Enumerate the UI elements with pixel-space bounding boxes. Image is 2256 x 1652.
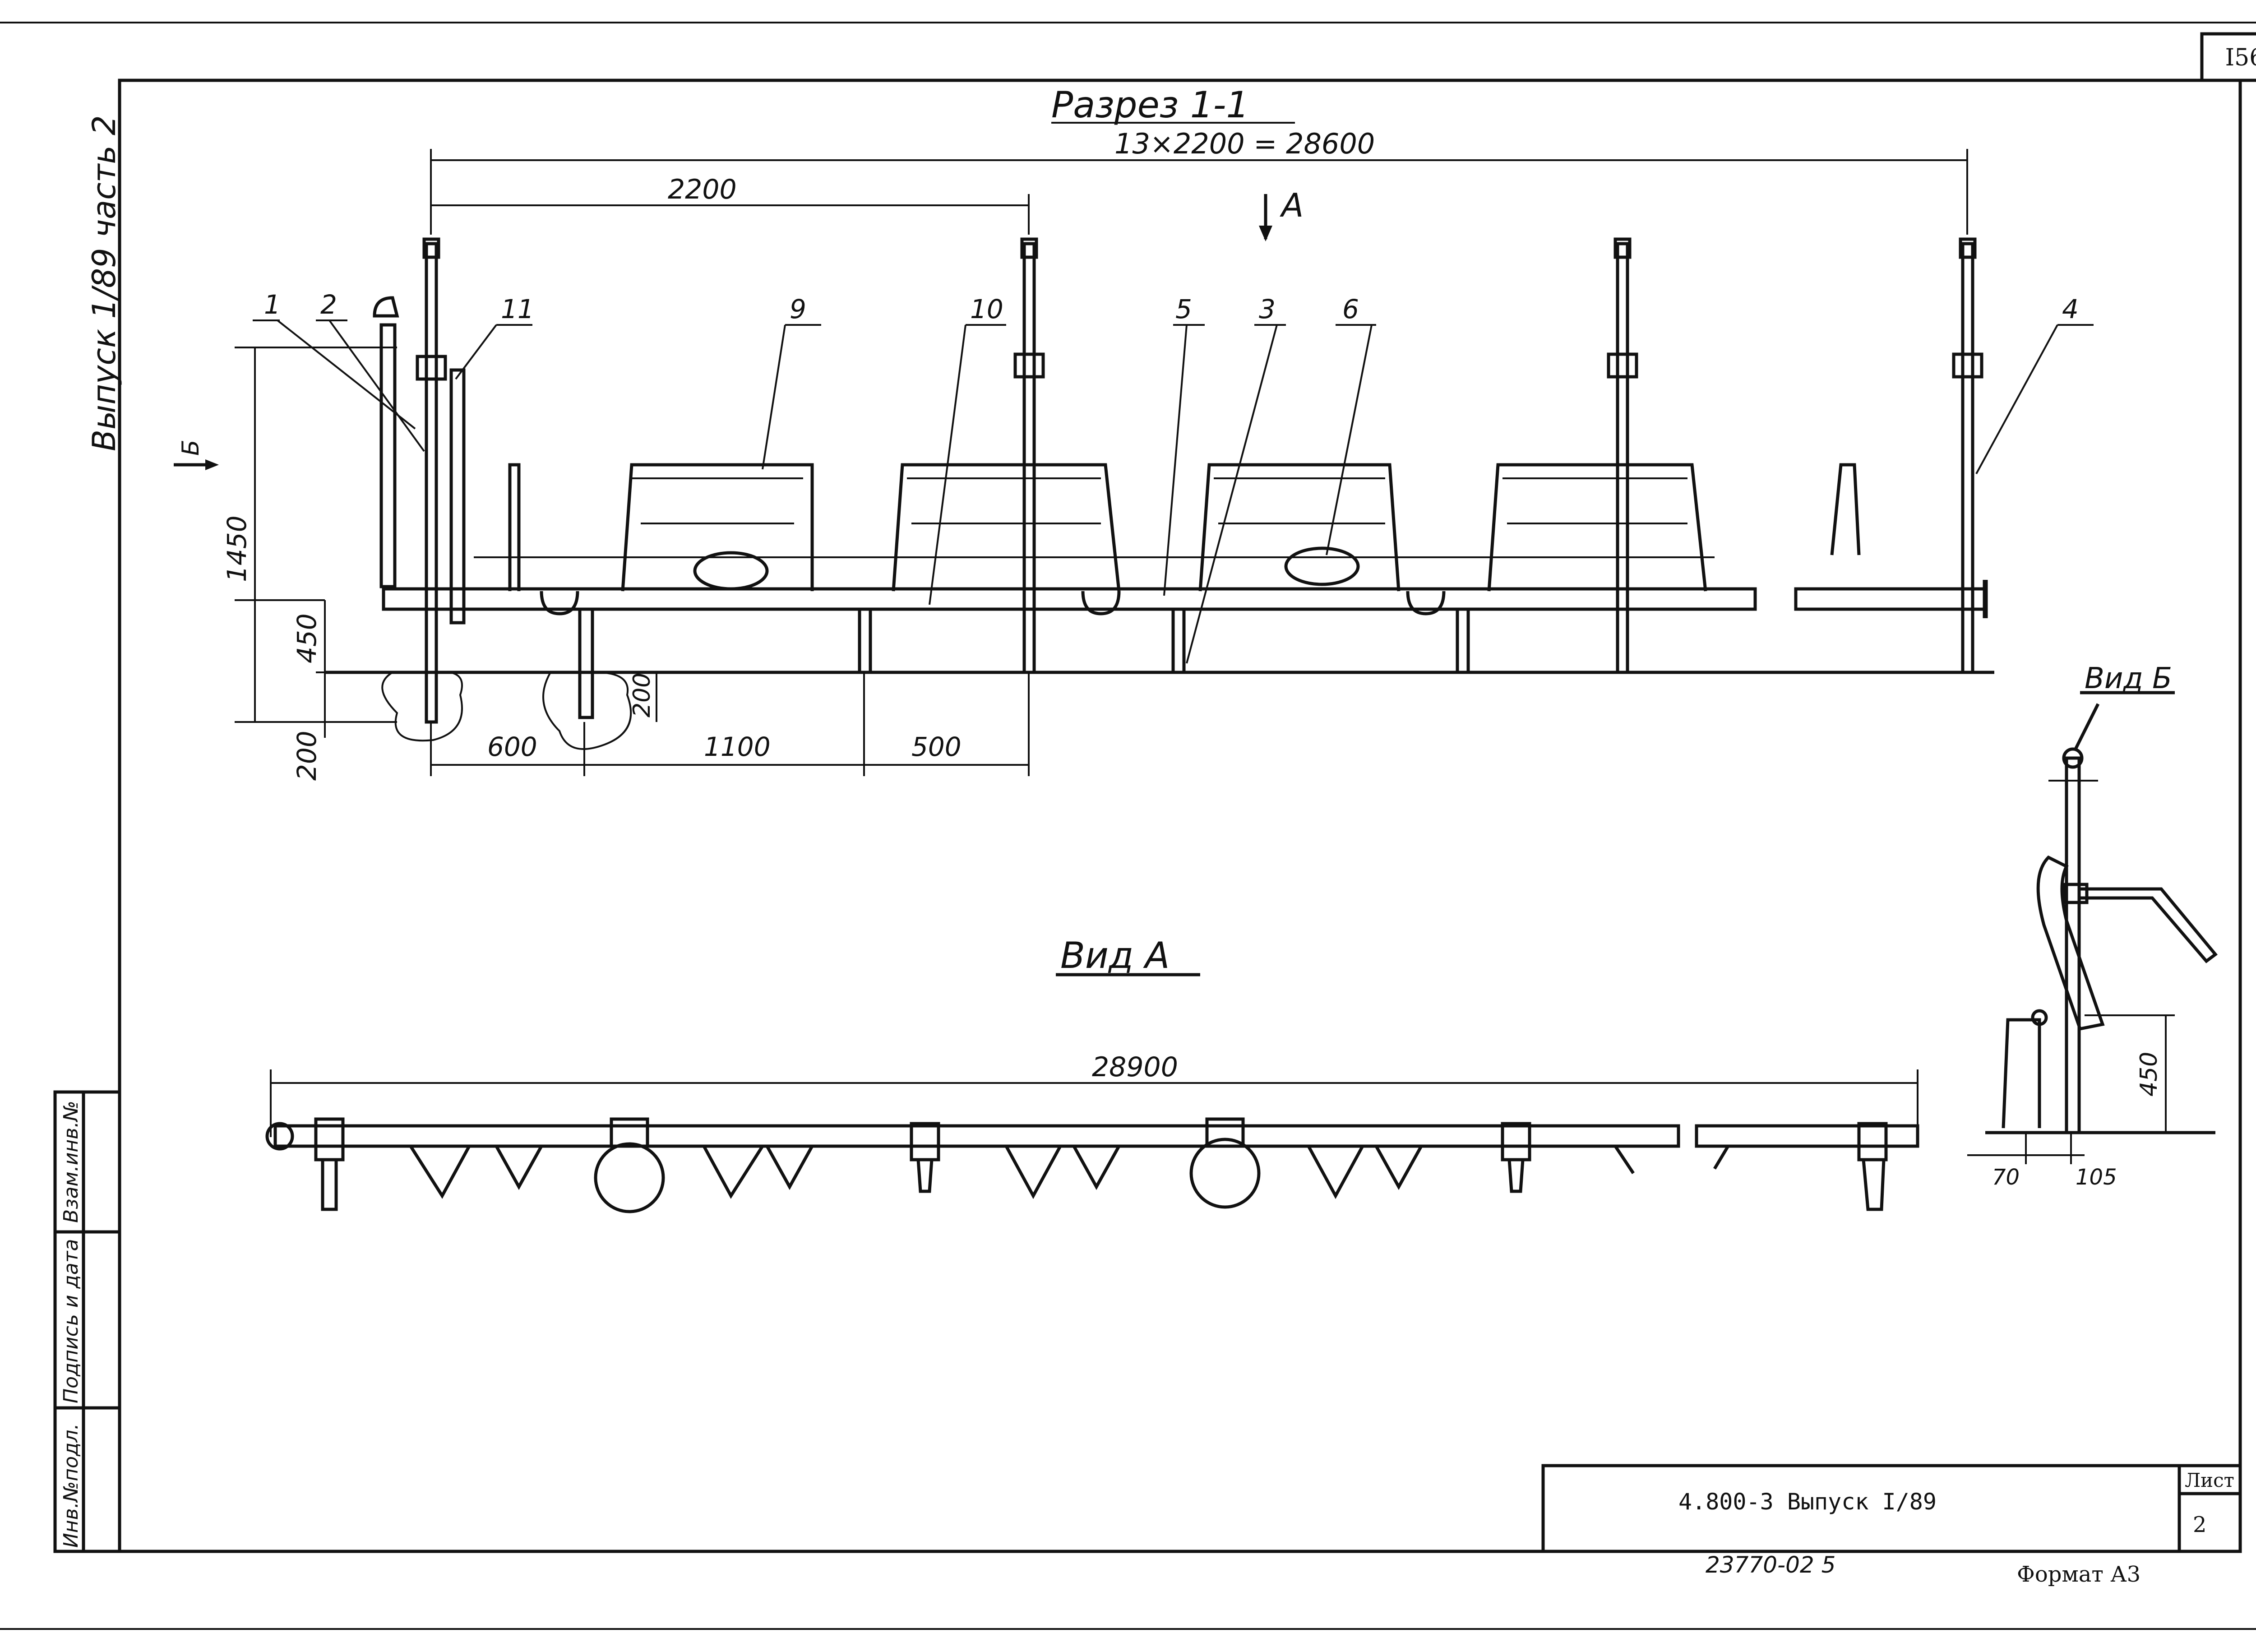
view-b-arrow-label: Б [177,440,204,456]
callout-1: 1 [264,289,281,320]
bottom-dimensions: 600 1100 500 [430,672,1030,776]
view-a-title: Вид А [1060,935,1170,976]
dim-28900: 28900 [1092,1051,1178,1083]
callout-3: 3 [1259,294,1276,324]
riser-pipe [373,296,466,625]
view-a-rail [273,1124,1680,1148]
view-a-bowl-1 [594,1142,665,1213]
dim-vb-450: 450 [2136,1052,2163,1097]
callout-5: 5 [1175,294,1192,324]
footing-mid [542,671,632,750]
section-1-1: Разрез 1-1 13×2200 = 28600 2200 A Б [174,84,2094,781]
callout-10: 10 [970,294,1003,324]
view-a-clamps [314,1117,1888,1211]
callout-4: 4 [2062,294,2079,324]
dim-vb-105: 105 [2076,1165,2117,1190]
archive-number: 23770-02 5 [1706,1552,1835,1578]
drawing-frame [118,79,2242,1553]
title-block: 4.800-3 Выпуск I/89 Лист 2 [1541,1464,2242,1553]
dim-500: 500 [911,731,962,762]
view-b-bowl-arm [2080,887,2218,963]
stamp-inv-podl: Инв.№подл. [60,1423,83,1548]
dim-200-left: 200 [291,731,322,781]
view-a-bowl-2 [1189,1138,1261,1209]
dim-1450: 1450 [222,515,252,582]
dim-2200: 2200 [668,174,737,205]
stamp-podpis: Подпись и дата [60,1239,83,1403]
callout-2: 2 [320,289,337,320]
side-caption: Выпуск 1/89 часть 2 [86,115,123,451]
callout-6: 6 [1342,294,1359,324]
format-label: Формат А3 [2017,1562,2140,1587]
sheet-number-box: I56 [2200,32,2256,82]
overall-dimension: 13×2200 = 28600 [1114,127,1375,160]
callout-11: 11 [501,294,534,324]
view-a: Вид А 28900 [265,935,1919,1213]
section-title: Разрез 1-1 [1051,84,1249,126]
main-rail [382,587,1757,611]
sheet-value: 2 [2193,1512,2207,1537]
drinking-bowl-1 [693,551,769,591]
main-rail-end [1794,587,1987,611]
posts [416,237,1983,724]
view-b: Вид Б 450 70 105 [1967,662,2218,1190]
stamp-vzam: Взам.инв.№ [60,1101,83,1223]
dim-1100: 1100 [704,731,771,762]
sheet-number: I56 [2225,44,2256,71]
footing-left [381,671,463,742]
stall-frames [508,463,1861,592]
dim-vb-70: 70 [1992,1165,2020,1190]
view-a-arms [409,1145,1730,1199]
view-a-rail-end [1695,1124,1919,1148]
view-b-post [2065,756,2081,1134]
callouts: 1 2 11 9 10 5 3 6 4 [253,289,2094,664]
view-b-title: Вид Б [2085,662,2172,695]
dim-600: 600 [487,731,537,762]
drinking-bowl-2 [1284,546,1360,586]
view-a-arrow-label: A [1280,186,1304,224]
side-stamp: Взам.инв.№ Подпись и дата Инв.№подл. [53,1090,121,1553]
left-dimensions: 1450 450 200 200 [222,347,657,781]
dim-200-mid: 200 [629,673,656,717]
sheet-label: Лист [2185,1469,2234,1491]
view-b-arm [2036,855,2105,1031]
designation: 4.800-3 Выпуск I/89 [1678,1489,1937,1515]
dim-450: 450 [291,613,322,663]
callout-9: 9 [790,294,806,324]
